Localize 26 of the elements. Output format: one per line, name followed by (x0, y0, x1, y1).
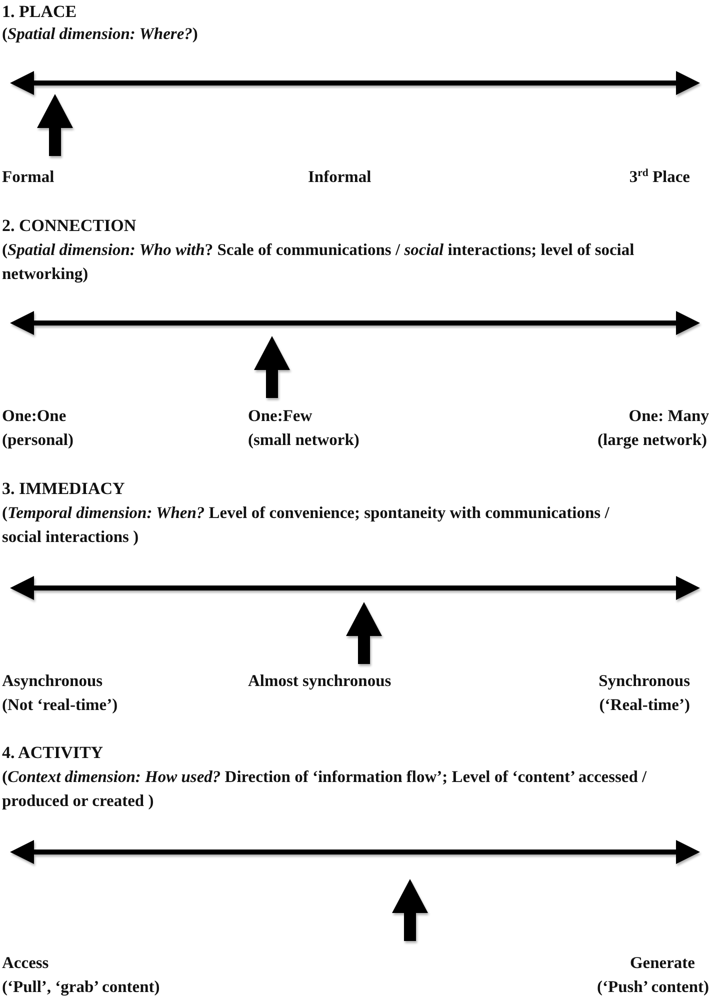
scale-pole-label: 3$^{rd}$ Place (629, 166, 690, 188)
scale-pole-label: One: Many (628, 405, 709, 427)
dimension-description: (Spatial dimension: Where?) (2, 23, 198, 45)
section-heading: 4. ACTIVITY (2, 742, 104, 764)
scale-pole-label: Synchronous (598, 670, 690, 692)
scale-pole-label: (large network) (597, 429, 707, 451)
scale-pole-label: Formal (2, 166, 54, 188)
scale-pole-label: Access (2, 952, 49, 974)
scale-pole-label: Informal (308, 166, 372, 188)
dimension-description: (Context dimension: How used? Direction of ‘information flow’; Level of ‘content’ accessed / produced or created ) (2, 766, 648, 812)
scale-pole-label: (‘Real-time’) (599, 694, 690, 716)
scale-pole-label: (‘Pull’, ‘grab’ content) (2, 976, 160, 997)
scale-pole-label: One:One (2, 405, 66, 427)
section-heading: 1. PLACE (2, 1, 77, 23)
section-heading: 3. IMMEDIACY (2, 478, 125, 500)
scale-pole-label: One:Few (248, 405, 312, 427)
scale-pole-label: (small network) (248, 429, 360, 451)
dimension-description: (Temporal dimension: When? Level of convenience; spontaneity with communications / social interactions ) (2, 502, 610, 548)
section-heading: 2. CONNECTION (2, 215, 136, 237)
dimension-description: (Spatial dimension: Who with? Scale of communications / social interactions; level of social networking) (2, 239, 636, 285)
scale-pole-label: Generate (630, 952, 695, 974)
scale-pole-label: Asynchronous (2, 670, 103, 692)
scale-pole-label: Almost synchronous (248, 670, 392, 692)
scale-pole-label: (Not ‘real-time’) (2, 694, 118, 716)
scale-pole-label: (personal) (2, 429, 74, 451)
scale-pole-label: (‘Push’ content) (597, 976, 709, 997)
